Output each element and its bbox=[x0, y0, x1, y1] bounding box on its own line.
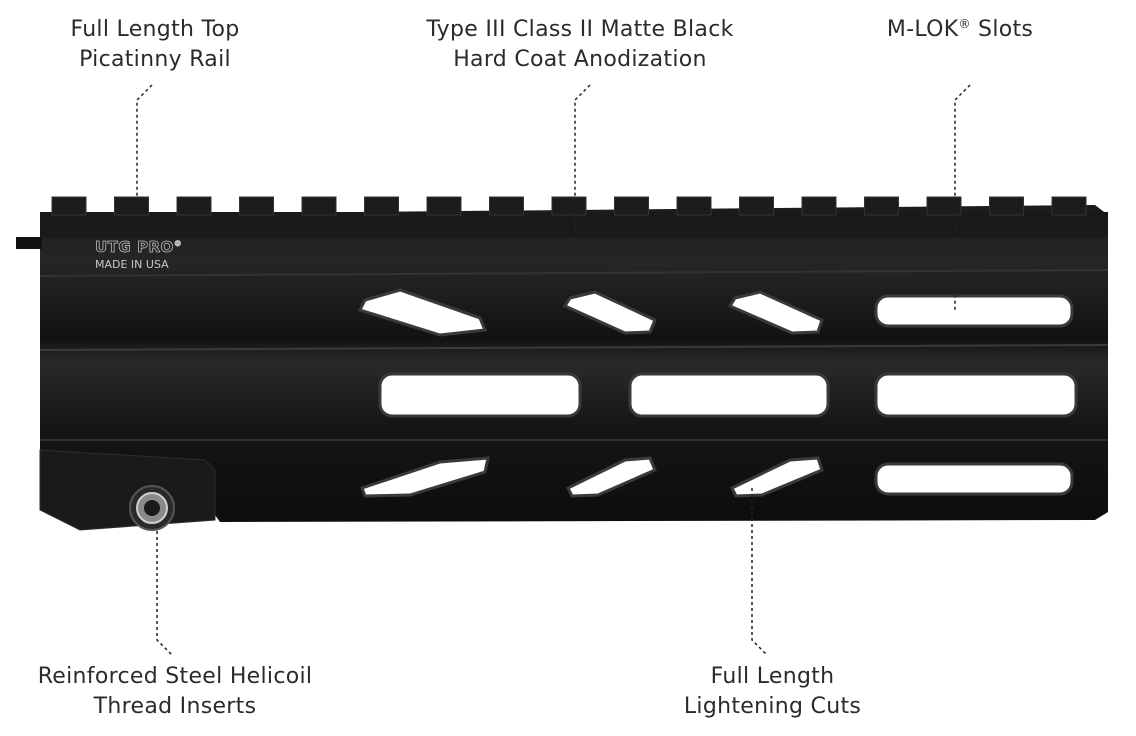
rail-tooth bbox=[176, 196, 212, 216]
callout-picatinny-rail: Full Length Top Picatinny Rail bbox=[40, 15, 270, 75]
callout-mlok-registered-mark: ® bbox=[958, 17, 971, 31]
mlok-slot-bottom-4 bbox=[874, 462, 1074, 496]
facet-line-upper bbox=[39, 269, 1109, 277]
rail-tooth bbox=[51, 196, 87, 216]
callout-mlok-suffix: Slots bbox=[970, 17, 1034, 42]
brand-engraving: UTG PRO® bbox=[95, 238, 182, 256]
callout-anodization: Type III Class II Matte Black Hard Coat … bbox=[400, 15, 760, 75]
mlok-slot-mid-1 bbox=[378, 372, 582, 418]
picatinny-rail-teeth bbox=[51, 196, 1087, 216]
rail-tooth bbox=[926, 196, 962, 216]
lightening-cut-bottom-2 bbox=[565, 456, 657, 498]
handguard-body bbox=[40, 205, 1108, 522]
rail-tooth bbox=[801, 196, 837, 216]
leader-line-cuts bbox=[751, 488, 768, 656]
lightening-cut-top-2 bbox=[562, 290, 657, 335]
rail-tooth bbox=[864, 196, 899, 216]
helicoil-insert-hole bbox=[144, 500, 160, 516]
lightening-cut-top-3 bbox=[727, 290, 824, 335]
callout-helicoil-inserts: Reinforced Steel Helicoil Thread Inserts bbox=[20, 662, 330, 722]
leader-line-anodization bbox=[574, 84, 591, 240]
rail-tooth bbox=[551, 196, 587, 216]
rail-tooth bbox=[489, 196, 524, 216]
leader-line-rail bbox=[136, 84, 153, 205]
callout-anodization-line1: Type III Class II Matte Black bbox=[426, 17, 734, 42]
lightening-cut-top-1 bbox=[357, 288, 488, 337]
origin-engraving: MADE IN USA bbox=[95, 258, 169, 271]
rail-tooth bbox=[739, 196, 774, 216]
facet-line-mid-upper bbox=[39, 344, 1109, 351]
rail-tooth bbox=[114, 196, 149, 216]
callout-mlok-slots: M-LOK® Slots bbox=[850, 15, 1070, 45]
mlok-slots bbox=[357, 288, 1078, 498]
mlok-slot-top-4 bbox=[874, 294, 1074, 328]
picatinny-rail-base bbox=[40, 212, 1108, 238]
mlok-slot-mid-2 bbox=[628, 372, 830, 418]
lightening-cut-bottom-1 bbox=[360, 456, 490, 498]
callout-mlok-line: M-LOK® Slots bbox=[850, 15, 1070, 45]
rail-end-tab bbox=[16, 237, 42, 249]
callout-cuts-line1: Full Length bbox=[710, 664, 835, 689]
rail-tooth bbox=[676, 196, 712, 216]
rail-tooth bbox=[364, 196, 399, 216]
callout-anodization-line2: Hard Coat Anodization bbox=[453, 47, 707, 72]
lightening-cut-bottom-3 bbox=[729, 456, 824, 498]
rail-tooth bbox=[301, 196, 337, 216]
rail-tooth bbox=[426, 196, 462, 216]
leader-line-mlok bbox=[954, 84, 971, 312]
brand-registered-mark: ® bbox=[174, 239, 183, 248]
mlok-slot-mid-3 bbox=[874, 372, 1078, 418]
callout-helicoil-line1: Reinforced Steel Helicoil bbox=[37, 664, 313, 689]
leader-lines bbox=[136, 84, 971, 656]
callout-rail-line1: Full Length Top bbox=[70, 17, 240, 42]
rail-tooth bbox=[1051, 196, 1087, 216]
rear-collar bbox=[39, 449, 216, 531]
callout-mlok-text: M-LOK bbox=[886, 17, 959, 42]
brand-name: UTG PRO bbox=[95, 238, 174, 256]
callout-helicoil-line2: Thread Inserts bbox=[93, 694, 257, 719]
leader-line-helicoil bbox=[156, 525, 173, 656]
rail-tooth bbox=[614, 196, 649, 216]
rail-tooth bbox=[989, 196, 1024, 216]
callout-cuts-line2: Lightening Cuts bbox=[683, 694, 862, 719]
callout-rail-line2: Picatinny Rail bbox=[79, 47, 231, 72]
rail-tooth bbox=[239, 196, 274, 216]
callout-lightening-cuts: Full Length Lightening Cuts bbox=[650, 662, 895, 722]
